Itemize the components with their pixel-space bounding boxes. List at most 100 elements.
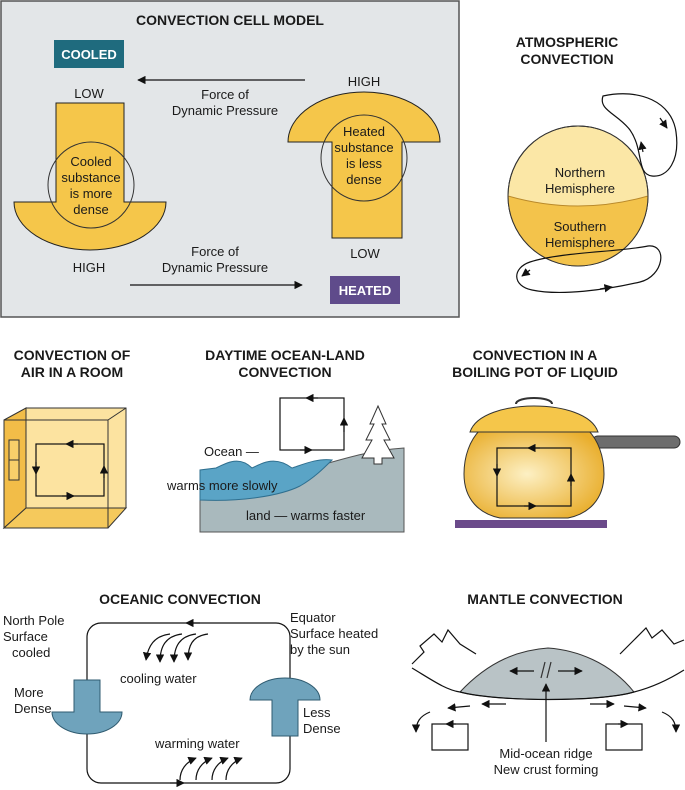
heated-text-3: is less bbox=[346, 156, 383, 171]
southern-hemisphere-fill bbox=[508, 196, 648, 266]
tree-icon bbox=[361, 404, 395, 465]
cooling-arrow-4 bbox=[183, 633, 209, 661]
room-front-frame bbox=[3, 419, 109, 529]
equator-line bbox=[507, 195, 649, 207]
northern-label-1: Northern bbox=[555, 165, 606, 180]
warming-arrow-4 bbox=[225, 756, 243, 781]
mantle-panel: MANTLE CONVECTION Mid-ocean ridge New cr… bbox=[411, 591, 685, 777]
down-right-arrow bbox=[661, 711, 681, 733]
southern-loop-arrow-2 bbox=[599, 284, 613, 293]
less-dense-label-2: Dense bbox=[303, 721, 341, 736]
northern-label-2: Hemisphere bbox=[545, 181, 615, 196]
pot-body bbox=[463, 429, 605, 519]
northern-air-loop bbox=[601, 93, 678, 177]
cooling-arrow-1 bbox=[142, 633, 171, 661]
mantle-cell-right bbox=[605, 723, 643, 751]
atmospheric-title-1: ATMOSPHERIC bbox=[516, 34, 618, 50]
room-edge bbox=[107, 407, 127, 421]
southern-air-loop bbox=[516, 245, 662, 294]
less-dense-label-1: Less bbox=[303, 705, 331, 720]
room-title-2: AIR IN A ROOM bbox=[21, 364, 123, 380]
northern-loop-arrow-1 bbox=[659, 117, 668, 129]
force-bottom-label-2: Dynamic Pressure bbox=[162, 260, 268, 275]
ocean-label: Ocean — bbox=[204, 444, 259, 459]
cooled-badge bbox=[54, 40, 124, 68]
heated-badge-label: HEATED bbox=[339, 283, 391, 298]
low-right-label: LOW bbox=[350, 246, 380, 261]
heated-text-1: Heated bbox=[343, 124, 385, 139]
down-left-arrow bbox=[411, 711, 431, 733]
atmospheric-panel: ATMOSPHERIC CONVECTION Northern Hemisphe… bbox=[507, 34, 678, 294]
lithosphere-line bbox=[411, 667, 685, 701]
ridge-label-2: New crust forming bbox=[494, 762, 599, 777]
warming-water-label: warming water bbox=[154, 736, 240, 751]
oceanic-title: OCEANIC CONVECTION bbox=[99, 591, 261, 607]
mountains-right bbox=[619, 627, 685, 655]
ocean-current-loop bbox=[86, 622, 291, 784]
pot-panel: CONVECTION IN A BOILING POT OF LIQUID bbox=[452, 347, 681, 528]
ridge-label-1: Mid-ocean ridge bbox=[499, 746, 592, 761]
north-pole-label-3: cooled bbox=[12, 645, 50, 660]
heated-badge bbox=[330, 276, 400, 304]
southern-label-1: Southern bbox=[554, 219, 607, 234]
light-water-shape bbox=[249, 677, 321, 737]
ocean-land-panel: DAYTIME OCEAN-LAND CONVECTION Ocean — wa… bbox=[166, 347, 405, 533]
stove-burner bbox=[455, 520, 607, 528]
land-label: land — warms faster bbox=[246, 508, 366, 523]
pot-lid bbox=[469, 405, 599, 433]
mantle-cell-left bbox=[431, 723, 469, 751]
low-left-label: LOW bbox=[74, 86, 104, 101]
cooled-badge-label: COOLED bbox=[61, 47, 117, 62]
ocean-water bbox=[199, 459, 334, 501]
equator-label-2: Surface heated bbox=[290, 626, 378, 641]
convection-cell-title: CONVECTION CELL MODEL bbox=[136, 12, 324, 28]
high-right-label: HIGH bbox=[348, 74, 381, 89]
flow-right-arrow-2 bbox=[623, 703, 647, 712]
warming-arrow-3 bbox=[211, 756, 229, 781]
southern-loop-arrow-1 bbox=[521, 268, 531, 277]
force-top-label-2: Dynamic Pressure bbox=[172, 103, 278, 118]
equator-label-1: Equator bbox=[290, 610, 336, 625]
pot-title-1: CONVECTION IN A bbox=[473, 347, 598, 363]
oceanic-panel: OCEANIC CONVECTION North Pole Surface co… bbox=[3, 591, 378, 788]
flow-left-arrow-2 bbox=[447, 703, 471, 712]
warming-arrow-1 bbox=[179, 756, 197, 781]
high-left-label: HIGH bbox=[73, 260, 106, 275]
atmospheric-title-2: CONVECTION bbox=[520, 51, 613, 67]
convection-cell-panel: CONVECTION CELL MODEL COOLED LOW Cooled … bbox=[0, 0, 460, 318]
force-bottom-label-1: Force of bbox=[191, 244, 239, 259]
ocean-land-title-1: DAYTIME OCEAN-LAND bbox=[205, 347, 365, 363]
equator-label-3: by the sun bbox=[290, 642, 350, 657]
cooled-column bbox=[13, 102, 167, 251]
lid-knob bbox=[515, 397, 553, 405]
heated-circle bbox=[320, 114, 408, 202]
northern-loop-arrow-2 bbox=[638, 141, 647, 153]
ocean-warms-label: warms more slowly bbox=[166, 478, 278, 493]
pot-title-2: BOILING POT OF LIQUID bbox=[452, 364, 618, 380]
cooled-text-2: substance bbox=[61, 170, 120, 185]
globe-outline bbox=[507, 125, 649, 267]
heated-text-4: dense bbox=[346, 172, 381, 187]
ridge-crack-2 bbox=[546, 661, 552, 679]
room-back-wall bbox=[25, 407, 127, 509]
southern-label-2: Hemisphere bbox=[545, 235, 615, 250]
cooled-text-3: is more bbox=[70, 186, 113, 201]
ridge-crack-1 bbox=[540, 661, 546, 679]
mantle-title: MANTLE CONVECTION bbox=[467, 591, 623, 607]
more-dense-label-2: Dense bbox=[14, 701, 52, 716]
oceanic-crust bbox=[459, 647, 635, 700]
north-pole-label-1: North Pole bbox=[3, 613, 64, 628]
cooling-arrow-2 bbox=[155, 633, 183, 663]
mountains-left bbox=[411, 628, 477, 665]
cooling-water-label: cooling water bbox=[120, 671, 197, 686]
room-panel: CONVECTION OF AIR IN A ROOM bbox=[2, 347, 131, 530]
cooled-text-1: Cooled bbox=[70, 154, 111, 169]
ocean-land-title-2: CONVECTION bbox=[238, 364, 331, 380]
more-dense-label-1: More bbox=[14, 685, 44, 700]
north-pole-label-2: Surface bbox=[3, 629, 48, 644]
warming-arrow-2 bbox=[195, 756, 213, 781]
cooled-text-4: dense bbox=[73, 202, 108, 217]
cooled-circle bbox=[47, 141, 135, 229]
cooling-arrow-3 bbox=[169, 633, 197, 663]
